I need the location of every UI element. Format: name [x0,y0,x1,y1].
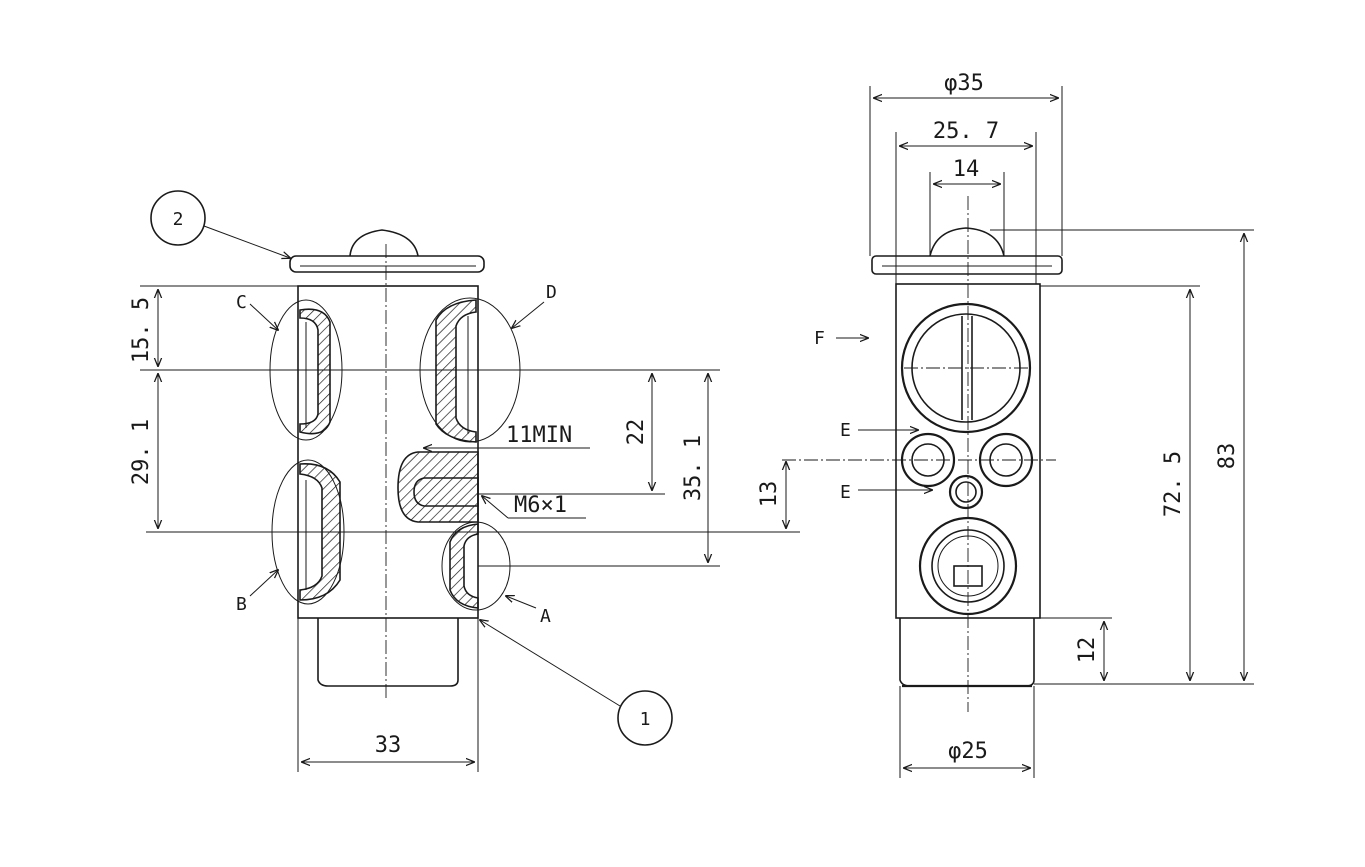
front-bottom-stub [899,618,1035,687]
dim-14: 14 [953,157,980,182]
label-c: C [236,292,247,313]
label-d: D [546,282,557,303]
label-b: B [236,594,247,615]
dim-35-1: 35. 1 [681,435,706,501]
side-bottom-stub [317,618,459,687]
front-lower-port [918,516,1018,616]
dim-dia-25: φ25 [948,739,988,764]
front-view: F E E φ35 25. 7 14 72. 5 83 1 [782,71,1254,778]
front-upper-port [900,302,1032,434]
dim-25-7: 25. 7 [933,119,999,144]
callout-part-2: 2 [150,190,290,258]
dim-12: 12 [1075,637,1100,664]
dim-83: 83 [1215,443,1240,470]
dim-22: 22 [624,419,649,446]
dim-33: 33 [375,733,402,758]
callout-part-1-label: 1 [640,709,651,730]
callout-part-2-label: 2 [173,209,184,230]
dim-15-5: 15. 5 [129,297,154,363]
front-cap-flange [871,255,1063,275]
side-view: 2 1 C D B A 15. 5 29. 1 22 [129,190,800,772]
label-f: F [814,328,825,349]
threaded-bore [397,451,479,523]
callout-part-1: 1 [480,620,673,746]
front-cap-dome [929,227,1005,257]
dim-13: 13 [757,481,782,508]
dim-72-5: 72. 5 [1161,451,1186,517]
note-11min: 11MIN [506,423,572,448]
side-cap-dome [349,229,419,257]
front-small-port-center [948,474,984,510]
note-m6x1: M6×1 [514,493,567,518]
label-e-upper: E [840,420,851,441]
dim-dia-35: φ35 [944,71,984,96]
label-e-lower: E [840,482,851,503]
label-a: A [540,606,551,627]
dim-29-1: 29. 1 [129,419,154,485]
side-cap-flange [289,255,485,273]
